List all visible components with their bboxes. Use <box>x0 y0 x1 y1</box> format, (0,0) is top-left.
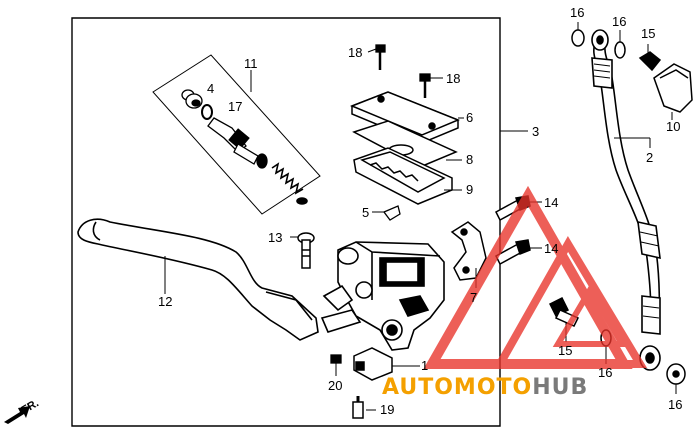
callout-18a: 18 <box>348 45 362 60</box>
callout-2: 2 <box>646 150 653 165</box>
callout-3: 3 <box>532 124 539 139</box>
watermark-logo <box>423 185 648 369</box>
float-plate <box>382 205 401 221</box>
pivot-bolt <box>297 232 315 269</box>
callout-4: 4 <box>207 81 214 96</box>
front-direction-label: FR. <box>20 397 41 416</box>
circlip <box>201 104 213 120</box>
screw-18-right <box>419 73 431 98</box>
watermark-triangle-small <box>552 284 628 347</box>
callout-6: 6 <box>466 110 473 125</box>
screw-18-top <box>375 44 386 70</box>
callout-11: 11 <box>244 56 258 71</box>
callout-16b: 16 <box>612 14 626 29</box>
callout-1: 1 <box>421 358 428 373</box>
callout-12: 12 <box>158 294 172 309</box>
callout-7: 7 <box>470 290 477 305</box>
callout-15b: 15 <box>558 343 572 358</box>
callout-17: 17 <box>228 99 242 114</box>
watermark-triangle-inner <box>493 236 648 368</box>
callout-16c: 16 <box>598 365 612 380</box>
assembly-frame <box>71 17 501 427</box>
reservoir-cap <box>349 91 460 144</box>
callout-10: 10 <box>666 119 680 134</box>
master-cylinder-body <box>320 241 445 351</box>
sealing-washer-top-right <box>614 41 626 59</box>
holder-bolt-lower <box>495 239 531 266</box>
hose-cover <box>653 63 693 113</box>
callout-13: 13 <box>268 230 282 245</box>
return-spring <box>271 162 308 205</box>
callout-16a: 16 <box>570 5 584 20</box>
brake-hose <box>591 29 661 371</box>
sealing-washer-bottom <box>666 363 686 385</box>
callout-18b: 18 <box>446 71 460 86</box>
watermark-text: AUTOMOTOHUB <box>382 375 588 400</box>
callout-8: 8 <box>466 152 473 167</box>
piston-boot <box>181 89 203 109</box>
piston-kit-box <box>152 54 321 215</box>
callout-14b: 14 <box>544 241 558 256</box>
screw-19 <box>352 396 364 419</box>
callout-9: 9 <box>466 182 473 197</box>
piston <box>207 117 259 165</box>
oil-bolt-top <box>638 51 662 72</box>
callout-5: 5 <box>362 205 369 220</box>
leader-18a <box>367 48 377 53</box>
callout-19: 19 <box>380 402 394 417</box>
callout-20: 20 <box>328 378 342 393</box>
brake-lever <box>77 218 319 341</box>
callout-16d: 16 <box>668 397 682 412</box>
brake-light-switch <box>353 347 393 381</box>
watermark-text-grey: HUB <box>532 375 588 400</box>
piston-cup <box>256 153 268 169</box>
sealing-washer-top-left <box>571 29 585 47</box>
watermark-text-orange: AUTOMOTO <box>382 375 532 400</box>
front-direction-arrow: FR. <box>4 397 41 424</box>
master-cylinder-holder <box>450 221 487 281</box>
callout-15a: 15 <box>641 26 655 41</box>
callout-14a: 14 <box>544 195 558 210</box>
switch-screw <box>330 354 342 364</box>
